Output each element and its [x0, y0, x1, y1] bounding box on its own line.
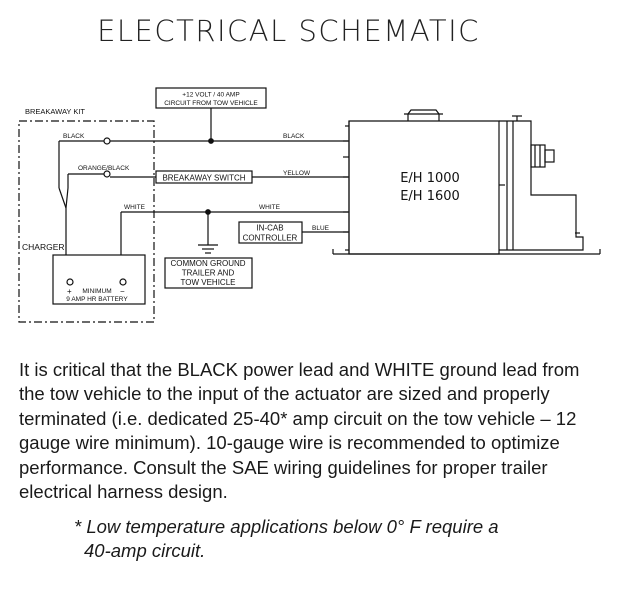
- charger-label: CHARGER: [22, 242, 65, 252]
- circuit-box-line2: CIRCUIT FROM TOW VEHICLE: [164, 100, 258, 107]
- electrical-schematic: BREAKAWAY KIT +12 VOLT / 40 AMP CIRCUIT …: [18, 87, 601, 323]
- yellow-wire-label: YELLOW: [283, 170, 311, 177]
- common-ground-line1: COMMON GROUND: [170, 259, 245, 268]
- common-ground-line3: TOW VEHICLE: [181, 278, 236, 287]
- actuator-model-1: E/H 1000: [400, 171, 460, 186]
- controller-label-line1: IN-CAB: [256, 224, 283, 233]
- common-ground-line2: TRAILER AND: [182, 269, 235, 278]
- actuator-model-2: E/H 1600: [400, 189, 460, 204]
- circuit-box-line1: +12 VOLT / 40 AMP: [182, 92, 239, 99]
- blue-wire-label: BLUE: [312, 225, 330, 232]
- controller-label-line2: CONTROLLER: [243, 234, 298, 243]
- battery-plus-label: +: [67, 287, 72, 296]
- page-title: ELECTRICAL SCHEMATIC: [97, 14, 480, 48]
- white-wire-label-left: WHITE: [124, 204, 146, 211]
- battery-minus-label: −: [120, 287, 125, 296]
- battery-label-line1: MINIMUM: [82, 288, 111, 295]
- footnote: * Low temperature applications below 0° …: [74, 515, 574, 564]
- orange-black-wire-label: ORANGE/BLACK: [78, 165, 130, 172]
- body-paragraph: It is critical that the BLACK power lead…: [19, 359, 580, 503]
- black-wire-label-left: BLACK: [63, 133, 85, 140]
- breakaway-kit-label: BREAKAWAY KIT: [25, 107, 85, 116]
- footnote-line-1: * Low temperature applications below 0° …: [74, 516, 499, 537]
- footnote-line-2: 40-amp circuit.: [84, 540, 206, 562]
- actuator-body: [348, 120, 500, 255]
- black-wire-label-right: BLACK: [283, 133, 305, 140]
- white-wire-label-right: WHITE: [259, 204, 281, 211]
- battery-box: [52, 254, 146, 305]
- battery-label-line2: 9 AMP HR BATTERY: [66, 296, 128, 303]
- common-ground-box: [164, 257, 253, 289]
- breakaway-switch-label: BREAKAWAY SWITCH: [162, 174, 245, 183]
- breakaway-kit-boundary: [18, 120, 155, 323]
